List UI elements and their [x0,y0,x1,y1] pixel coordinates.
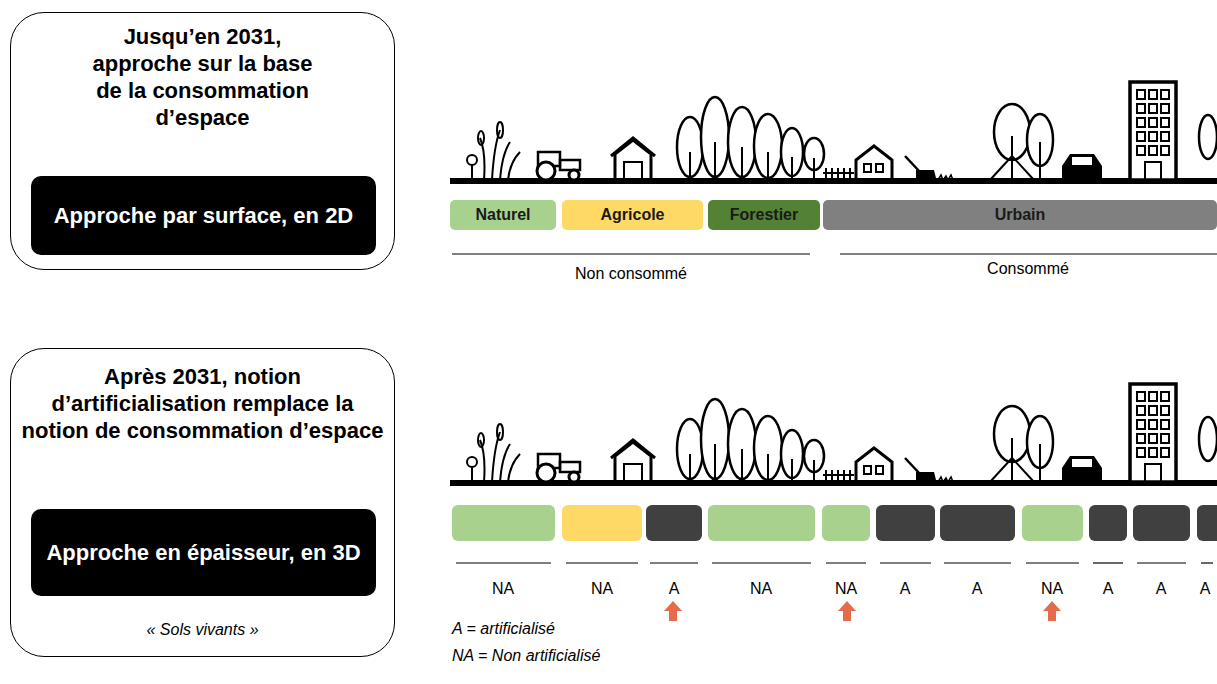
approach-box: Approche en épaisseur, en 3D [31,509,376,596]
group-label: Non consommé [575,265,687,283]
status-label: A [900,580,911,598]
frame-box: Jusqu’en 2031, approche sur la base de l… [10,12,395,270]
status-label: A [669,580,680,598]
status-label: NA [750,580,772,598]
status-label: A [1103,580,1114,598]
frame-heading: Jusqu’en 2031, approche sur la base de l… [78,23,328,131]
status-label: NA [492,580,514,598]
band-label: Naturel [475,206,530,224]
status-label: A [1156,580,1167,598]
status-label: NA [591,580,613,598]
land-band: Forestier [708,200,820,230]
band-label: Agricole [600,206,664,224]
approach-box: Approche par surface, en 2D [31,176,376,255]
land-band: Urbain [823,200,1217,230]
group-label: Consommé [987,260,1069,278]
land-band: Agricole [562,200,703,230]
frame-box: Après 2031, notion d’artificialisation r… [10,348,395,657]
status-label: A [972,580,983,598]
status-label: NA [1041,580,1063,598]
legend-note: NA = Non artificialisé [452,647,600,665]
frame-note: « Sols vivants » [11,621,394,639]
approach-text: Approche par surface, en 2D [54,202,354,229]
legend-note: A = artificialisé [452,620,555,638]
band-label: Urbain [995,206,1046,224]
frame-heading: Après 2031, notion d’artificialisation r… [22,363,384,444]
status-label: A [1200,580,1211,598]
approach-text: Approche en épaisseur, en 3D [46,539,360,566]
band-label: Forestier [730,206,798,224]
status-label: NA [835,580,857,598]
land-band: Naturel [450,200,556,230]
